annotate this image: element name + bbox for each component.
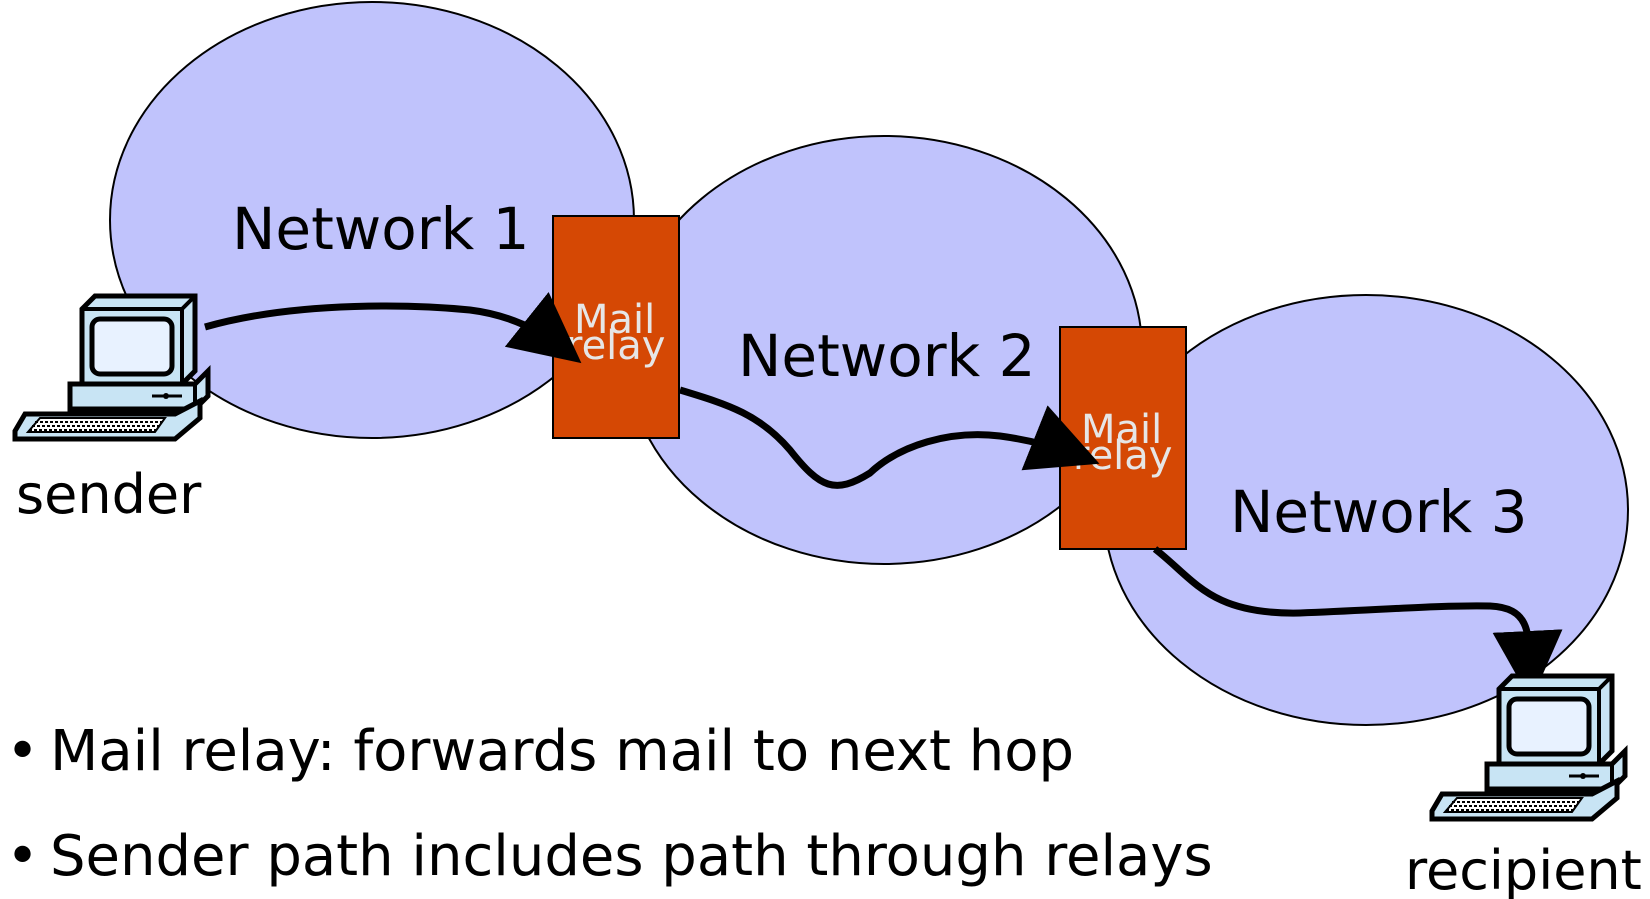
path-relay-2-to-recipient	[1152, 546, 1563, 701]
mail-relay-1-label-line2: relay	[566, 323, 665, 369]
mail-relay-1-label-line1: Mail	[574, 297, 655, 343]
network-3-label: Network 3	[1230, 478, 1528, 546]
bullet-1-text: Mail relay: forwards mail to next hop	[50, 719, 1074, 784]
network-1-label: Network 1	[232, 195, 530, 263]
recipient-label: recipient	[1405, 839, 1642, 899]
path-sender-to-relay-1	[204, 292, 582, 364]
desktop-computer-icon	[15, 296, 208, 439]
path-relay-1-to-relay-2	[678, 386, 1100, 489]
sender-label: sender	[16, 463, 202, 526]
bullet-2-symbol: •	[6, 824, 39, 889]
bullet-1-symbol: •	[6, 719, 39, 784]
bullet-2-text: Sender path includes path through relays	[50, 824, 1213, 889]
network-2-label: Network 2	[738, 322, 1036, 390]
mail-relay-2-label-line2: relay	[1073, 433, 1172, 479]
